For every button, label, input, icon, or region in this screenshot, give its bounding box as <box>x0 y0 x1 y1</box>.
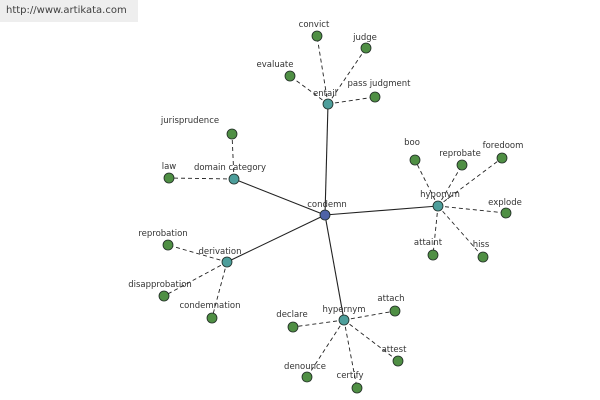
relation-node-derivation[interactable] <box>221 256 233 268</box>
leaf-node-disapprobation[interactable] <box>158 290 170 302</box>
leaf-node-explode[interactable] <box>500 207 512 219</box>
edge-hyponym-boo <box>414 159 439 207</box>
edge-domain-category-law <box>168 177 235 180</box>
edge-entail-convict <box>316 35 329 105</box>
leaf-node-evaluate[interactable] <box>284 70 296 82</box>
edge-condemn-domain-category <box>233 178 326 216</box>
edge-entail-judge <box>327 47 367 105</box>
edge-hyponym-foredoom <box>437 157 503 207</box>
center-node-condemn[interactable] <box>319 209 331 221</box>
node-label-denounce: denounce <box>284 362 326 372</box>
leaf-node-convict[interactable] <box>311 30 323 42</box>
leaf-node-reprobation[interactable] <box>162 239 174 251</box>
edge-derivation-disapprobation <box>163 261 228 297</box>
node-label-law: law <box>162 162 177 172</box>
node-label-foredoom: foredoom <box>483 141 524 151</box>
leaf-node-boo[interactable] <box>409 154 421 166</box>
node-label-explode: explode <box>488 198 522 208</box>
edge-domain-category-jurisprudence <box>231 133 235 180</box>
node-label-declare: declare <box>276 310 307 320</box>
node-label-derivation: derivation <box>198 247 241 257</box>
node-label-attach: attach <box>377 294 404 304</box>
edge-hyponym-reprobate <box>437 164 463 207</box>
node-label-pass-judgment: pass judgment <box>348 79 412 89</box>
edge-derivation-condemnation <box>211 261 228 319</box>
relation-node-entail[interactable] <box>322 98 334 110</box>
graph-nodes <box>158 30 512 394</box>
edge-hyponym-attaint <box>432 205 439 256</box>
node-label-domain-category: domain category <box>194 163 266 173</box>
node-label-entail: entail <box>313 89 337 99</box>
leaf-node-denounce[interactable] <box>301 371 313 383</box>
leaf-node-attach[interactable] <box>389 305 401 317</box>
edge-hypernym-attest <box>343 319 399 362</box>
node-label-evaluate: evaluate <box>257 60 294 70</box>
edge-hyponym-hiss <box>437 205 484 258</box>
node-label-condemnation: condemnation <box>179 301 240 311</box>
node-label-hypernym: hypernym <box>322 305 365 315</box>
leaf-node-reprobate[interactable] <box>456 159 468 171</box>
leaf-node-condemnation[interactable] <box>206 312 218 324</box>
node-label-hyponym: hyponym <box>420 190 460 200</box>
leaf-node-jurisprudence[interactable] <box>226 128 238 140</box>
node-label-jurisprudence: jurisprudence <box>160 116 219 126</box>
edge-hypernym-declare <box>292 319 345 328</box>
relation-node-hyponym[interactable] <box>432 200 444 212</box>
edge-hypernym-attach <box>343 310 396 321</box>
node-label-convict: convict <box>299 20 330 30</box>
leaf-node-certify[interactable] <box>351 382 363 394</box>
edge-hypernym-certify <box>343 319 358 389</box>
leaf-node-foredoom[interactable] <box>496 152 508 164</box>
edge-condemn-entail <box>324 103 329 216</box>
edge-derivation-reprobation <box>167 244 228 263</box>
edge-entail-evaluate <box>289 75 329 105</box>
node-label-reprobation: reprobation <box>138 229 187 239</box>
leaf-node-declare[interactable] <box>287 321 299 333</box>
edge-hyponym-explode <box>437 205 507 214</box>
graph-edges <box>163 35 507 389</box>
node-label-judge: judge <box>352 33 377 43</box>
edge-condemn-hyponym <box>324 205 439 216</box>
leaf-node-hiss[interactable] <box>477 251 489 263</box>
node-label-disapprobation: disapprobation <box>128 280 192 290</box>
leaf-node-pass-judgment[interactable] <box>369 91 381 103</box>
graph-labels: convict judge evaluate pass judgment entail j… <box>128 20 523 381</box>
edge-condemn-derivation <box>226 214 326 263</box>
node-label-certify: certify <box>337 371 364 381</box>
leaf-node-judge[interactable] <box>360 42 372 54</box>
node-label-boo: boo <box>404 138 420 148</box>
leaf-node-attest[interactable] <box>392 355 404 367</box>
node-label-attaint: attaint <box>414 238 443 248</box>
node-label-attest: attest <box>382 345 408 355</box>
edge-condemn-hypernym <box>324 214 345 321</box>
leaf-node-law[interactable] <box>163 172 175 184</box>
node-label-reprobate: reprobate <box>439 149 481 159</box>
node-label-condemn: condemn <box>307 200 347 210</box>
edge-hypernym-denounce <box>306 319 345 378</box>
node-label-hiss: hiss <box>473 240 490 250</box>
watermark-url: http://www.artikata.com <box>0 0 138 22</box>
edge-entail-pass-judgment <box>327 96 376 105</box>
relation-node-domain-category[interactable] <box>228 173 240 185</box>
leaf-node-attaint[interactable] <box>427 249 439 261</box>
relation-node-hypernym[interactable] <box>338 314 350 326</box>
